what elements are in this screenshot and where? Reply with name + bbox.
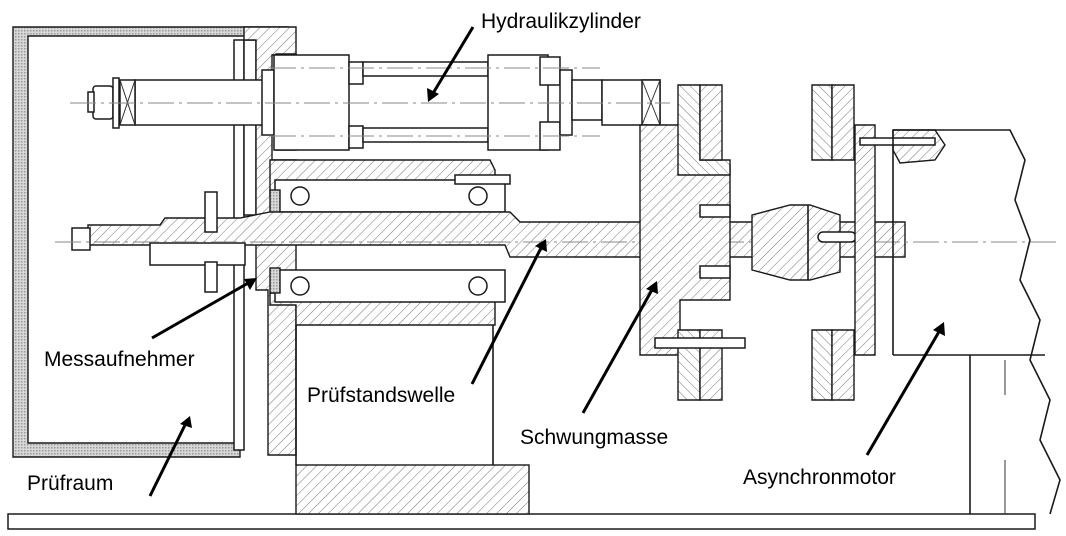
base-plate: [7, 513, 1036, 530]
asynchronous-motor: [892, 129, 1061, 515]
bearing-housing: [269, 159, 511, 326]
arrow-asynchronmotor: [865, 329, 942, 456]
arrow-hydraulikzylinder: [430, 26, 475, 96]
arrow-pruefraum: [148, 422, 188, 497]
hydraulic-cylinder: [70, 54, 670, 151]
label-schwungmasse: Schwungmasse: [520, 426, 669, 449]
arrow-messaufnehmer: [151, 280, 251, 340]
arrow-schwungmasse: [581, 287, 655, 414]
arrow-pruefstandswelle: [470, 245, 544, 385]
label-hydraulikzylinder: Hydraulikzylinder: [481, 10, 641, 33]
motor-flange: [811, 84, 946, 401]
test-bench-shaft: [55, 191, 1060, 293]
leader-arrows: [148, 26, 945, 497]
pedestal-block: [295, 325, 530, 515]
flywheel: [639, 84, 746, 401]
label-pruefraum: Prüfraum: [27, 472, 114, 495]
label-pruefstandswelle: Prüfstandswelle: [307, 384, 456, 407]
shaft-coupling: [751, 204, 857, 281]
label-asynchronmotor: Asynchronmotor: [743, 466, 896, 489]
label-messaufnehmer: Messaufnehmer: [44, 348, 195, 371]
